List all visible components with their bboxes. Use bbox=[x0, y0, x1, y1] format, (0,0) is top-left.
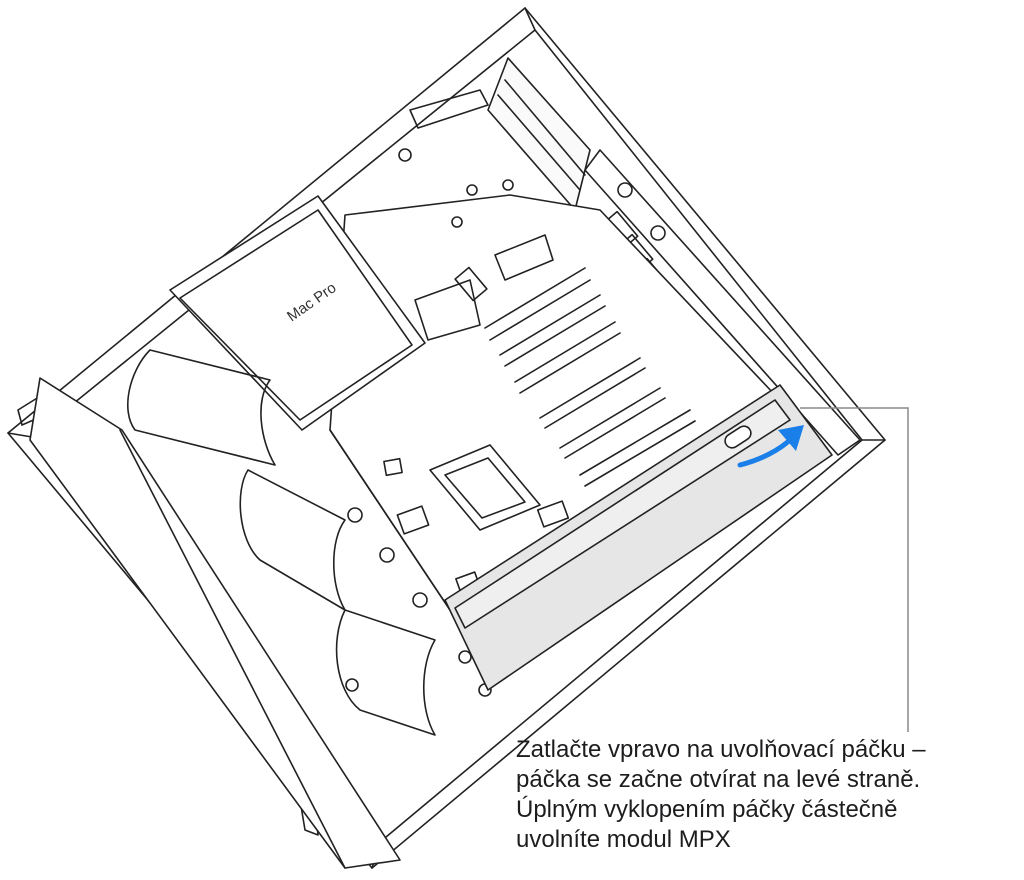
mpx-module bbox=[444, 384, 833, 691]
instruction-caption: Zatlačte vpravo na uvolňovací páčku – pá… bbox=[516, 735, 1016, 855]
release-arrow bbox=[737, 425, 804, 468]
caption-line-4: uvolníte modul MPX bbox=[516, 826, 731, 853]
logic-board bbox=[329, 179, 776, 697]
fan-bay bbox=[29, 349, 436, 869]
callout-line bbox=[800, 407, 909, 732]
rear-panel bbox=[398, 57, 861, 456]
cooler-module bbox=[169, 195, 426, 431]
caption-line-2: páčka se začne otvírat na levé straně. bbox=[516, 766, 921, 793]
caption-line-3: Úplným vyklopením páčky částečně bbox=[516, 796, 898, 823]
caption-line-1: Zatlačte vpravo na uvolňovací páčku – bbox=[516, 736, 926, 763]
arrow-head-icon bbox=[778, 425, 804, 451]
